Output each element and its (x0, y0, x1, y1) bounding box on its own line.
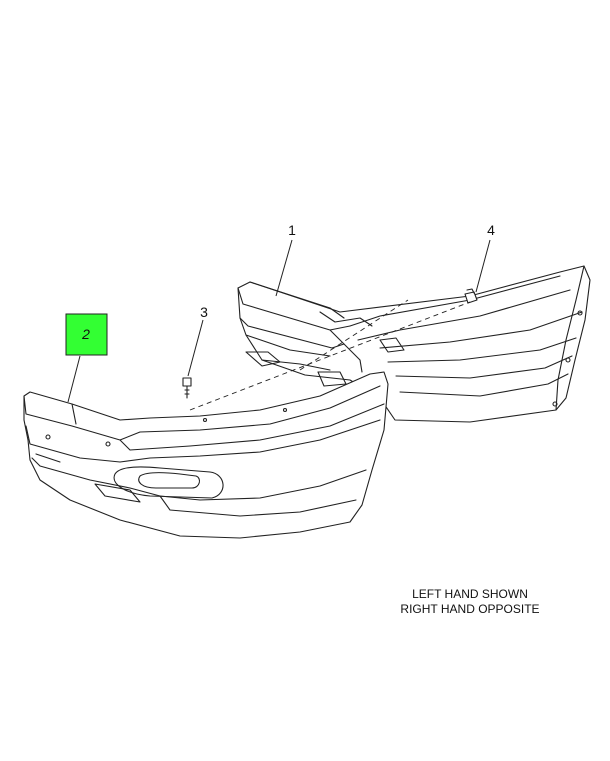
callout-2[interactable]: 2 (81, 326, 90, 342)
callout-2-highlight[interactable] (65, 313, 108, 356)
orientation-note: LEFT HAND SHOWN RIGHT HAND OPPOSITE (370, 587, 570, 617)
alignment-lines (189, 299, 471, 411)
callout-1[interactable]: 1 (288, 222, 296, 238)
note-line-1: LEFT HAND SHOWN (412, 587, 528, 601)
part-2-bumper-fascia (23, 371, 389, 539)
note-line-2: RIGHT HAND OPPOSITE (400, 602, 540, 616)
part-3-bolt (182, 377, 192, 399)
callout-leaders (67, 239, 491, 403)
callout-3[interactable]: 3 (200, 304, 208, 320)
part-4-clip (464, 288, 478, 304)
part-1-reinforcement (237, 265, 591, 423)
callout-4[interactable]: 4 (487, 222, 495, 238)
